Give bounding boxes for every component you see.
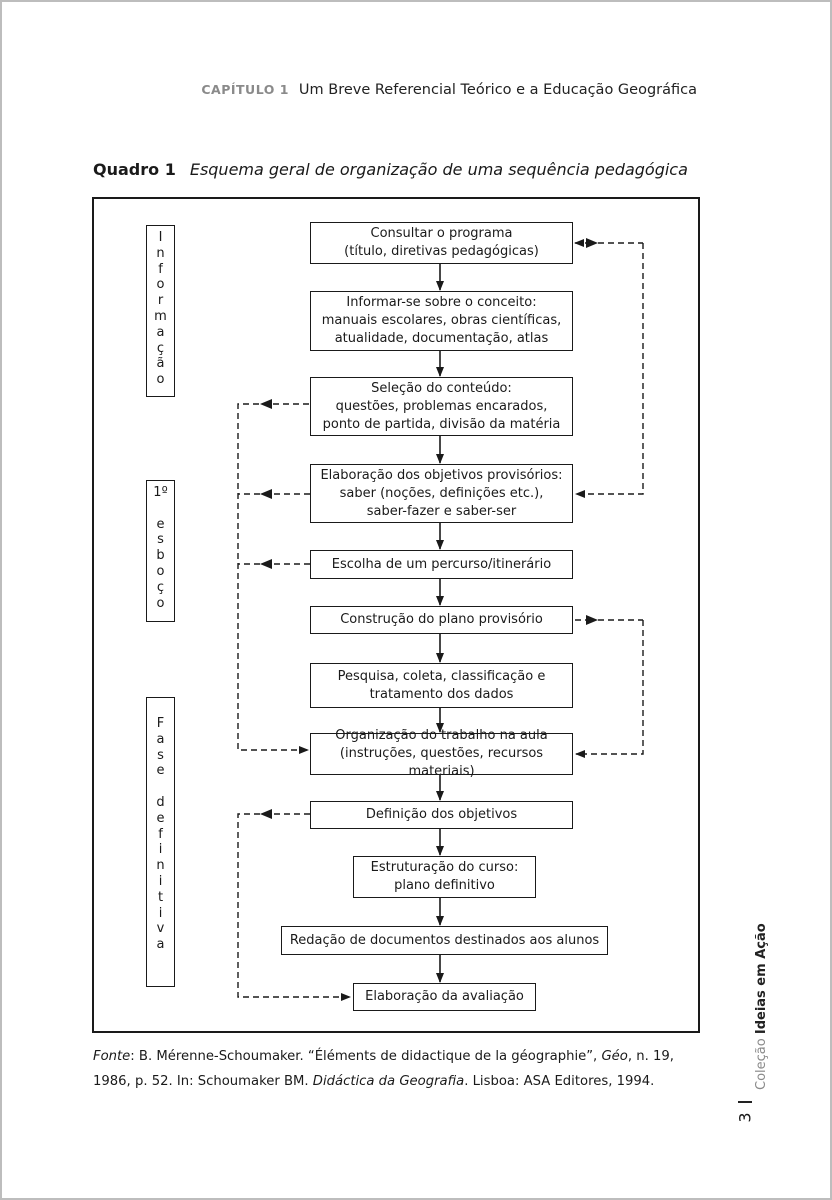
phase-letter: m	[154, 308, 167, 324]
step-selecao-conteudo: Seleção do conteúdo: questões, problemas…	[310, 377, 573, 436]
source-book: Didáctica da Geografia	[312, 1074, 465, 1089]
phase-letter: ç	[156, 579, 165, 595]
phase-letter: b	[156, 548, 165, 564]
feedback-arrowhead	[260, 809, 272, 819]
step-informar-conceito: Informar-se sobre o conceito: manuais es…	[310, 291, 573, 351]
page-number: 3	[735, 1112, 755, 1123]
step-redacao-documentos: Redação de documentos destinados aos alu…	[281, 926, 608, 955]
caption-title: Esquema geral de organização de uma sequ…	[189, 160, 688, 179]
phase-letter: a	[156, 324, 165, 340]
phase-letter: e	[156, 763, 165, 779]
source-label: Fonte	[93, 1049, 131, 1064]
left-return-lower	[237, 813, 351, 1001]
feedback-arrowhead	[586, 615, 598, 625]
phase-letter: n	[156, 858, 165, 874]
diagram-frame	[92, 197, 700, 1033]
source-journal: Géo	[601, 1049, 628, 1064]
phase-letter: n	[156, 245, 165, 261]
phase-letter: I	[158, 230, 163, 245]
source-part2: , n. 19, 1986, p. 52. In: Schoumaker BM.	[93, 1049, 674, 1089]
source-part3: . Lisboa: ASA Editores, 1994.	[464, 1074, 655, 1089]
feedback-arrowhead	[586, 238, 598, 248]
phase-letter: 1º	[153, 485, 168, 500]
feedback-arrowhead	[260, 559, 272, 569]
phase-letter: i	[158, 842, 163, 858]
phase-letter: e	[156, 810, 165, 826]
phase-letter: s	[157, 747, 164, 763]
step-elaboracao-avaliacao: Elaboração da avaliação	[353, 983, 536, 1011]
step-consultar-programa: Consultar o programa (título, diretivas …	[310, 222, 573, 264]
step-estruturacao-curso: Estruturação do curso: plano definitivo	[353, 856, 536, 898]
phase-letter: ç	[156, 340, 165, 356]
feedback-loop-right-top	[575, 243, 644, 498]
phase-letter: i	[158, 873, 163, 889]
phase-letter: o	[156, 595, 165, 611]
step-pesquisa-dados: Pesquisa, coleta, classificação e tratam…	[310, 663, 573, 708]
collection-prefix: Coleção	[754, 1038, 769, 1090]
phase-letter: r	[157, 293, 164, 309]
chapter-label: CAPÍTULO 1	[201, 82, 289, 97]
step-plano-provisorio: Construção do plano provisório	[310, 606, 573, 634]
phase-letter: f	[158, 826, 163, 842]
phase-letter: i	[158, 905, 163, 921]
phase-letter: ã	[156, 356, 165, 372]
phase-letter: o	[156, 372, 165, 388]
page-divider	[738, 1101, 752, 1103]
step-organizacao-aula: Organização do trabalho na aula (instruç…	[310, 728, 573, 779]
phase-letter: a	[156, 731, 165, 747]
phase-letter: s	[157, 532, 164, 548]
step-definicao-objetivos: Definição dos objetivos	[310, 801, 573, 829]
feedback-arrowhead	[260, 489, 272, 499]
phase-letter	[147, 501, 174, 517]
phase-letter: t	[157, 889, 164, 905]
phase-letter: o	[156, 563, 165, 579]
caption-label: Quadro 1	[93, 160, 176, 179]
running-header: CAPÍTULO 1 Um Breve Referencial Teórico e…	[201, 82, 697, 98]
phase-letter: e	[156, 516, 165, 532]
phase-letter	[147, 779, 174, 795]
collection-name: Ideias em Ação	[754, 923, 769, 1035]
phase-letter: F	[156, 716, 165, 731]
phase-letter: o	[156, 277, 165, 293]
phase-letter: v	[156, 921, 165, 937]
phase-letter: d	[156, 794, 165, 810]
figure-caption: Quadro 1 Esquema geral de organização de …	[93, 160, 688, 179]
source-part1: : B. Mérenne-Schoumaker. “Éléments de di…	[130, 1049, 602, 1064]
left-return-upper	[237, 403, 309, 754]
collection-label: Coleção Ideias em Ação	[754, 923, 769, 1090]
feedback-loop-right-mid	[575, 620, 644, 758]
phase-letter: a	[156, 937, 165, 953]
step-percurso: Escolha de um percurso/itinerário	[310, 550, 573, 579]
source-citation: Fonte: B. Mérenne-Schoumaker. “Éléments …	[93, 1044, 703, 1094]
step-objetivos-provisorios: Elaboração dos objetivos provisórios: sa…	[310, 464, 573, 523]
chapter-title: Um Breve Referencial Teórico e a Educaçã…	[298, 82, 697, 98]
phase-letter: f	[158, 261, 163, 277]
feedback-arrowhead	[260, 399, 272, 409]
